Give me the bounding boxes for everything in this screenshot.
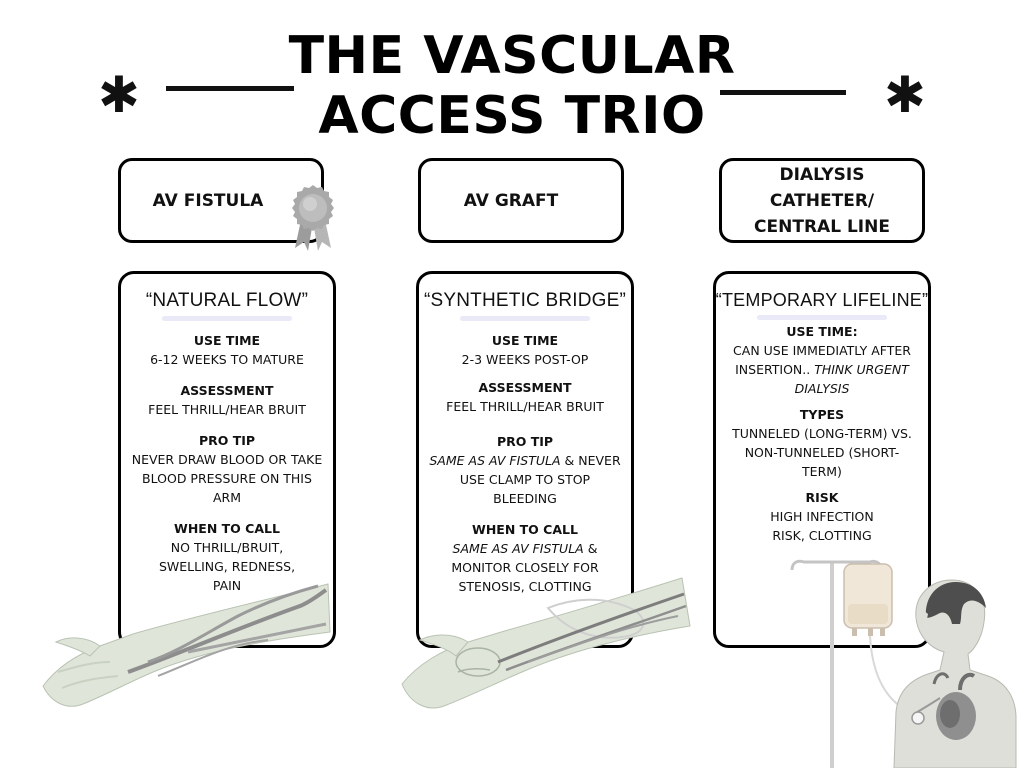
card-title: “SYNTHETIC BRIDGE” bbox=[423, 290, 627, 311]
graft-arm-illustration bbox=[401, 577, 691, 709]
pro-tip-value: SAME AS AV FISTULA & NEVER USE CLAMP TO … bbox=[419, 451, 631, 508]
card-title: “TEMPORARY LIFELINE” bbox=[715, 290, 929, 310]
when-to-call-label: WHEN TO CALL bbox=[472, 522, 578, 537]
types-value: TUNNELED (LONG-TERM) VS. NON-TUNNELED (S… bbox=[732, 426, 912, 479]
use-time-value: 6-12 WEEKS TO MATURE bbox=[150, 352, 304, 367]
use-time-value: CAN USE IMMEDIATLY AFTER INSERTION.. THI… bbox=[716, 341, 928, 398]
asterisk-icon-right: ✱ bbox=[884, 66, 926, 124]
title-rule-left bbox=[166, 86, 294, 91]
header-av-fistula-label: AV FISTULA bbox=[152, 190, 264, 211]
iv-pole-central-line-illustration bbox=[790, 559, 1017, 768]
pro-tip-label: PRO TIP bbox=[496, 434, 554, 449]
header-av-graft: AV GRAFT bbox=[418, 158, 624, 243]
use-time-label: USE TIME bbox=[491, 333, 559, 348]
use-time-label: USE TIME: bbox=[786, 324, 858, 339]
assessment-label: ASSESSMENT bbox=[478, 380, 572, 395]
page-title: THE VASCULAR ACCESS TRIO bbox=[262, 26, 762, 146]
card-av-fistula: “NATURAL FLOW” USE TIME 6-12 WEEKS TO MA… bbox=[118, 271, 336, 648]
use-time-italic: THINK URGENT DIALYSIS bbox=[794, 362, 909, 396]
pro-tip-label: PRO TIP bbox=[198, 433, 256, 448]
header-dialysis-catheter: DIALYSIS CATHETER/ CENTRAL LINE bbox=[719, 158, 925, 243]
when-to-call-value: NO THRILL/BRUIT, SWELLING, REDNESS, PAIN bbox=[158, 540, 296, 593]
header-dialysis-catheter-line-1: DIALYSIS bbox=[779, 164, 865, 185]
use-time-label: USE TIME bbox=[193, 333, 261, 348]
page-title-line-1: THE VASCULAR bbox=[288, 26, 736, 86]
award-ribbon-icon bbox=[292, 185, 334, 251]
pro-tip-italic: SAME AS AV FISTULA bbox=[429, 453, 561, 468]
card-dialysis-catheter: “TEMPORARY LIFELINE” USE TIME: CAN USE I… bbox=[713, 271, 931, 648]
use-time-value: 2-3 WEEKS POST-OP bbox=[461, 352, 589, 367]
header-av-graft-label: AV GRAFT bbox=[463, 190, 559, 211]
risk-value: HIGH INFECTION RISK, CLOTTING bbox=[770, 509, 874, 543]
title-underline bbox=[162, 316, 292, 321]
when-to-call-rest: & MONITOR CLOSELY FOR STENOSIS, CLOTTING bbox=[451, 541, 599, 594]
assessment-label: ASSESSMENT bbox=[180, 383, 274, 398]
when-to-call-italic: SAME AS AV FISTULA bbox=[452, 541, 584, 556]
when-to-call-value: SAME AS AV FISTULA & MONITOR CLOSELY FOR… bbox=[419, 539, 631, 596]
title-rule-right bbox=[720, 90, 846, 95]
fistula-arm-illustration bbox=[42, 583, 331, 707]
assessment-value: FEEL THRILL/HEAR BRUIT bbox=[148, 402, 306, 417]
types-label: TYPES bbox=[799, 407, 845, 422]
when-to-call-label: WHEN TO CALL bbox=[174, 521, 280, 536]
risk-label: RISK bbox=[805, 490, 839, 505]
title-underline bbox=[757, 315, 887, 320]
assessment-value: FEEL THRILL/HEAR BRUIT bbox=[446, 399, 604, 414]
pro-tip-value: NEVER DRAW BLOOD OR TAKE BLOOD PRESSURE … bbox=[131, 452, 323, 505]
use-time-text: CAN USE IMMEDIATLY AFTER INSERTION.. bbox=[733, 343, 911, 377]
page-title-line-2: ACCESS TRIO bbox=[318, 86, 706, 146]
title-underline bbox=[460, 316, 590, 321]
header-dialysis-catheter-line-2: CATHETER/ bbox=[769, 190, 875, 211]
header-dialysis-catheter-line-3: CENTRAL LINE bbox=[754, 216, 890, 237]
asterisk-icon-left: ✱ bbox=[98, 66, 140, 124]
pro-tip-rest: & NEVER USE CLAMP TO STOP BLEEDING bbox=[459, 453, 621, 506]
card-title: “NATURAL FLOW” bbox=[145, 290, 309, 311]
